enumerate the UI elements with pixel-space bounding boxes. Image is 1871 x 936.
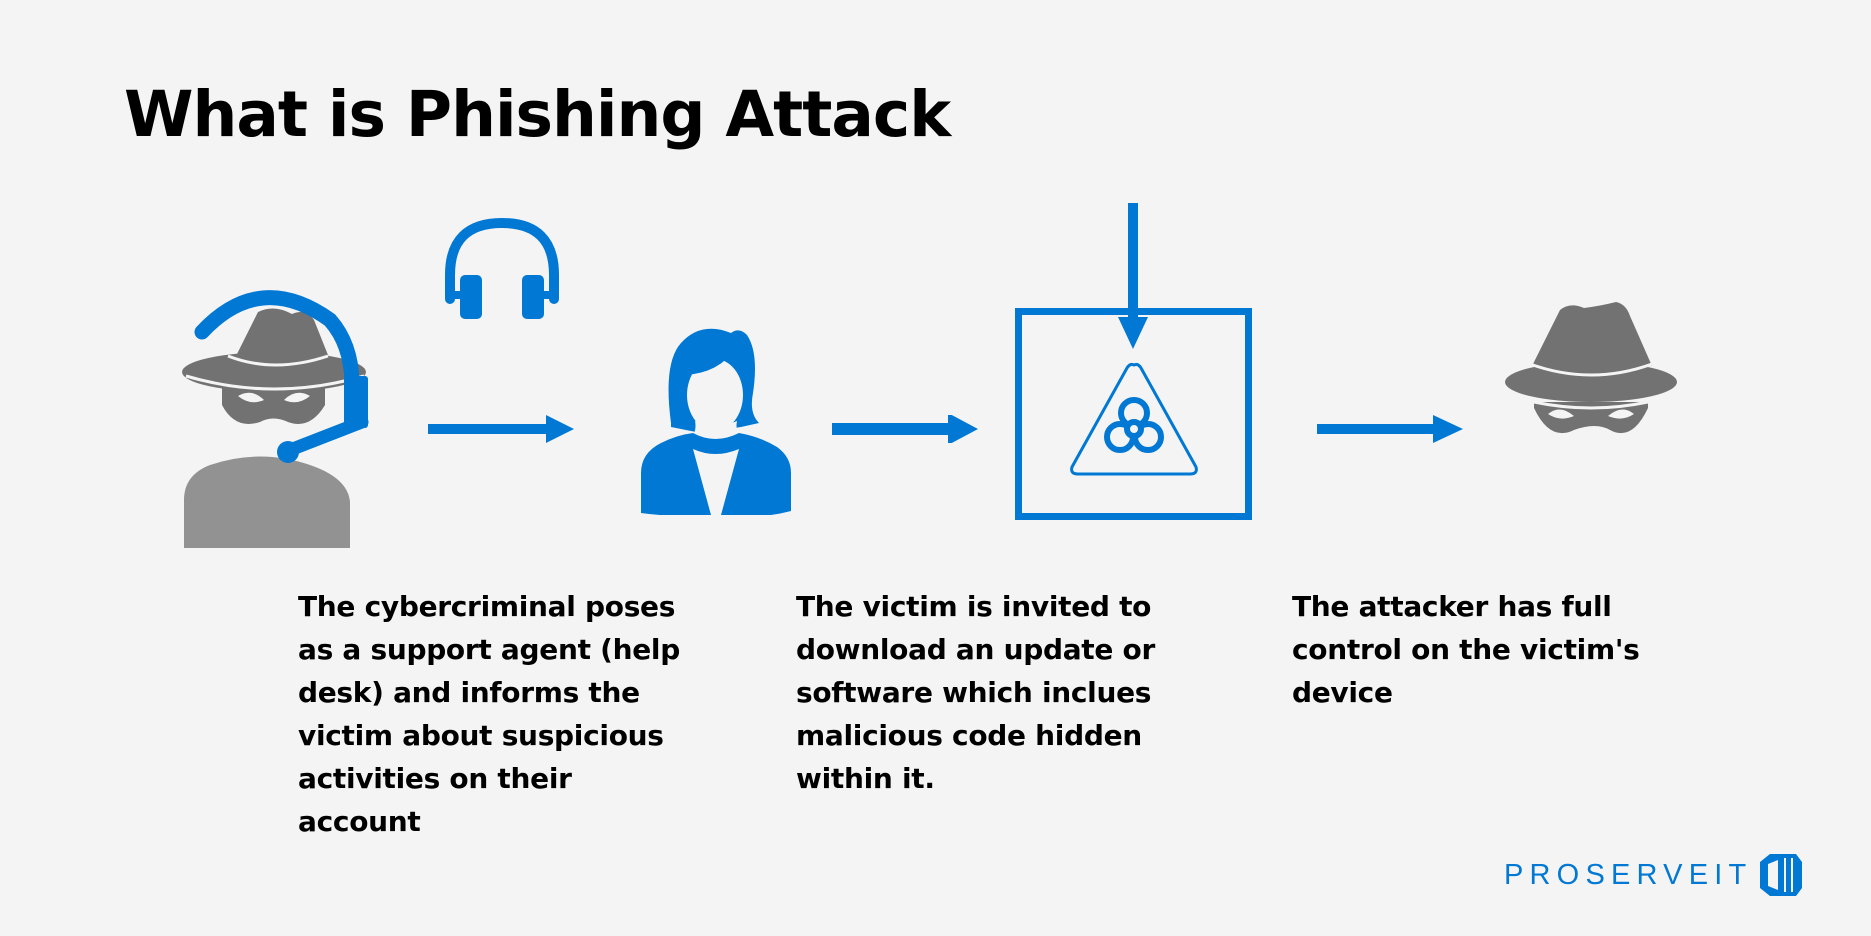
hacker-headset-icon (180, 290, 380, 552)
brand-logo: PROSERVEIT (1504, 852, 1803, 898)
proserveit-logo-icon (1758, 852, 1803, 898)
hacker-icon (1504, 302, 1678, 438)
woman-user-icon (641, 323, 791, 515)
page-title: What is Phishing Attack (124, 78, 951, 151)
step-3-caption: The attacker has full control on the vic… (1292, 590, 1640, 709)
biohazard-warning-icon (1068, 361, 1200, 477)
biohazard-box-icon (1015, 308, 1252, 520)
headphones-icon (444, 217, 560, 321)
step-1-caption: The cybercriminal poses as a support age… (298, 590, 680, 838)
arrow-right-icon (428, 415, 574, 443)
step-2-caption: The victim is invited to download an upd… (796, 590, 1155, 795)
arrow-right-icon (832, 415, 978, 443)
arrow-right-icon (1317, 415, 1463, 443)
arrow-down-icon (1118, 203, 1148, 349)
brand-name: PROSERVEIT (1504, 858, 1753, 891)
